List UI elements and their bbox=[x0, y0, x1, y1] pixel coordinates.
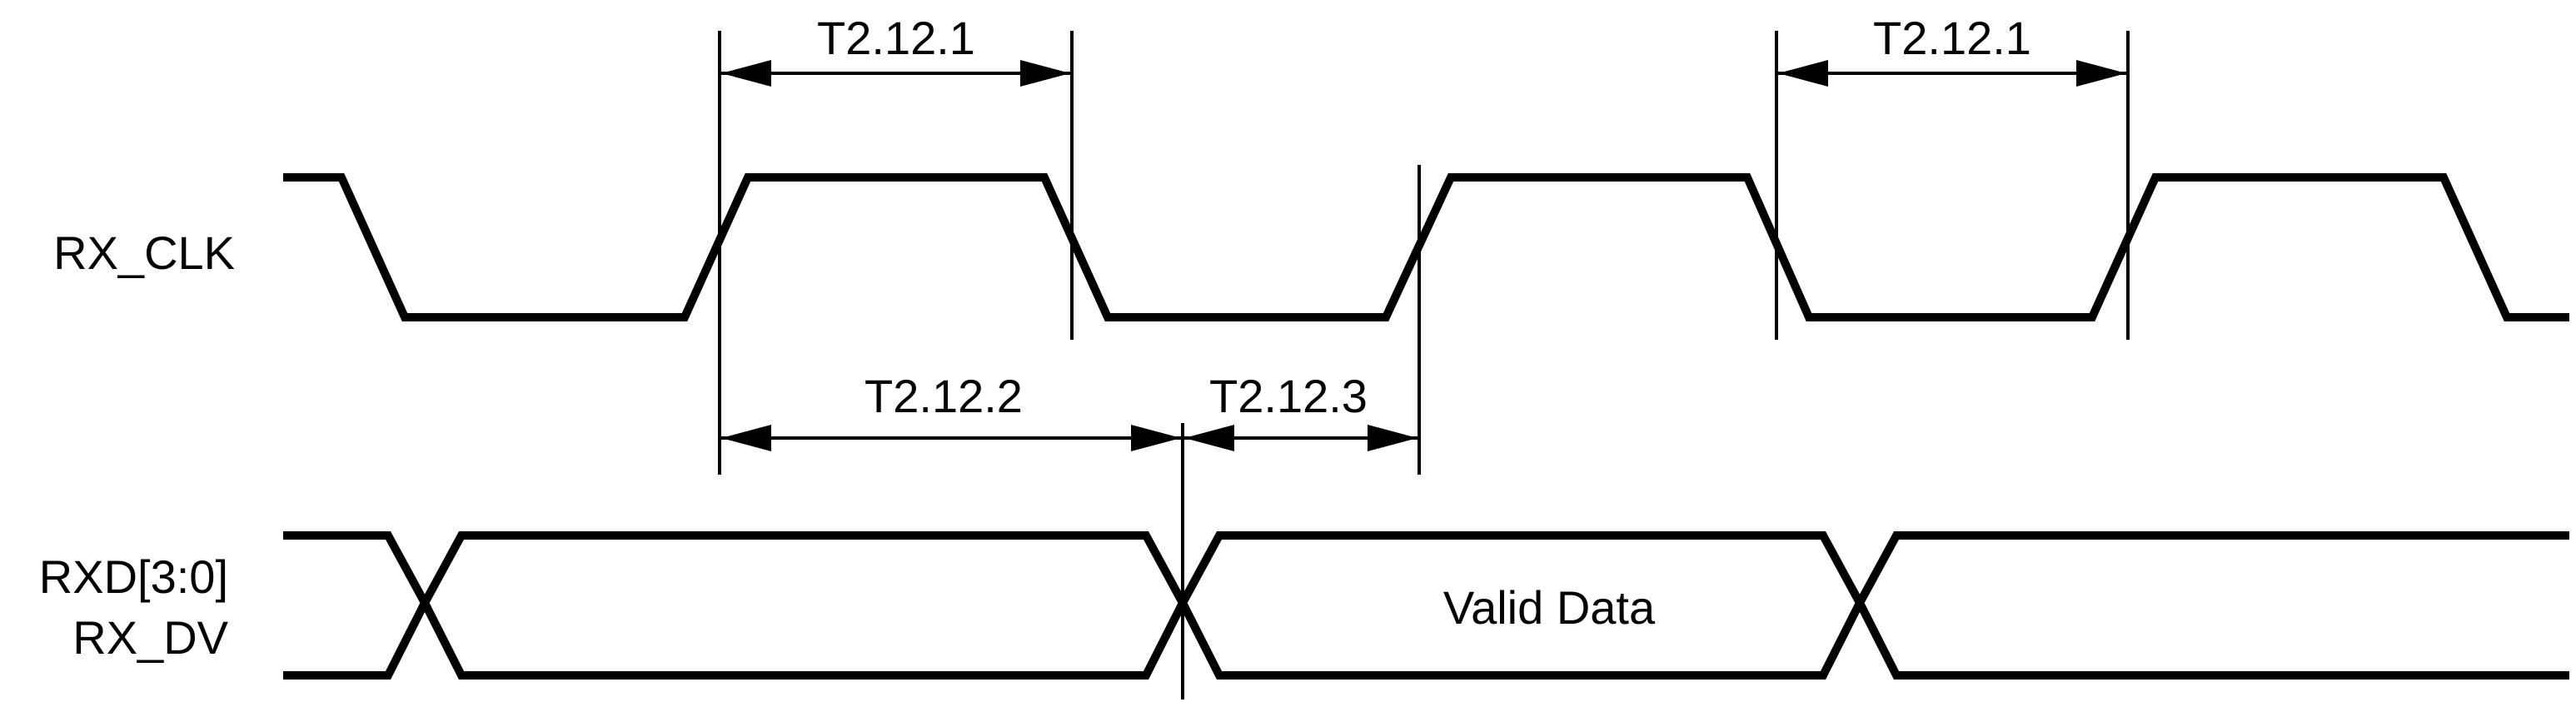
data-bus-upper-line bbox=[283, 531, 2569, 612]
period-label-right: T2.12.1 bbox=[1873, 12, 2031, 64]
period-left-arrowhead-end bbox=[1020, 60, 1070, 87]
hold-arrowhead-start bbox=[1184, 425, 1234, 451]
period-right-arrowhead-end bbox=[2076, 60, 2126, 87]
setup-arrowhead-end bbox=[1131, 425, 1181, 451]
period-label-left: T2.12.1 bbox=[817, 12, 975, 64]
rxd-label: RXD[3:0] bbox=[39, 550, 228, 603]
hold-arrowhead-end bbox=[1368, 425, 1418, 451]
period-left-arrowhead-start bbox=[721, 60, 771, 87]
setup-arrowhead-start bbox=[721, 425, 771, 451]
hold-label: T2.12.3 bbox=[1209, 370, 1368, 422]
valid-data-label: Valid Data bbox=[1443, 581, 1656, 634]
rx-clk-waveform bbox=[283, 173, 2569, 321]
setup-label: T2.12.2 bbox=[864, 370, 1023, 422]
rx-dv-label: RX_DV bbox=[72, 611, 228, 664]
period-right-arrowhead-start bbox=[1778, 60, 1828, 87]
data-bus-lower-line bbox=[283, 593, 2569, 680]
rx-clk-label: RX_CLK bbox=[53, 227, 235, 279]
